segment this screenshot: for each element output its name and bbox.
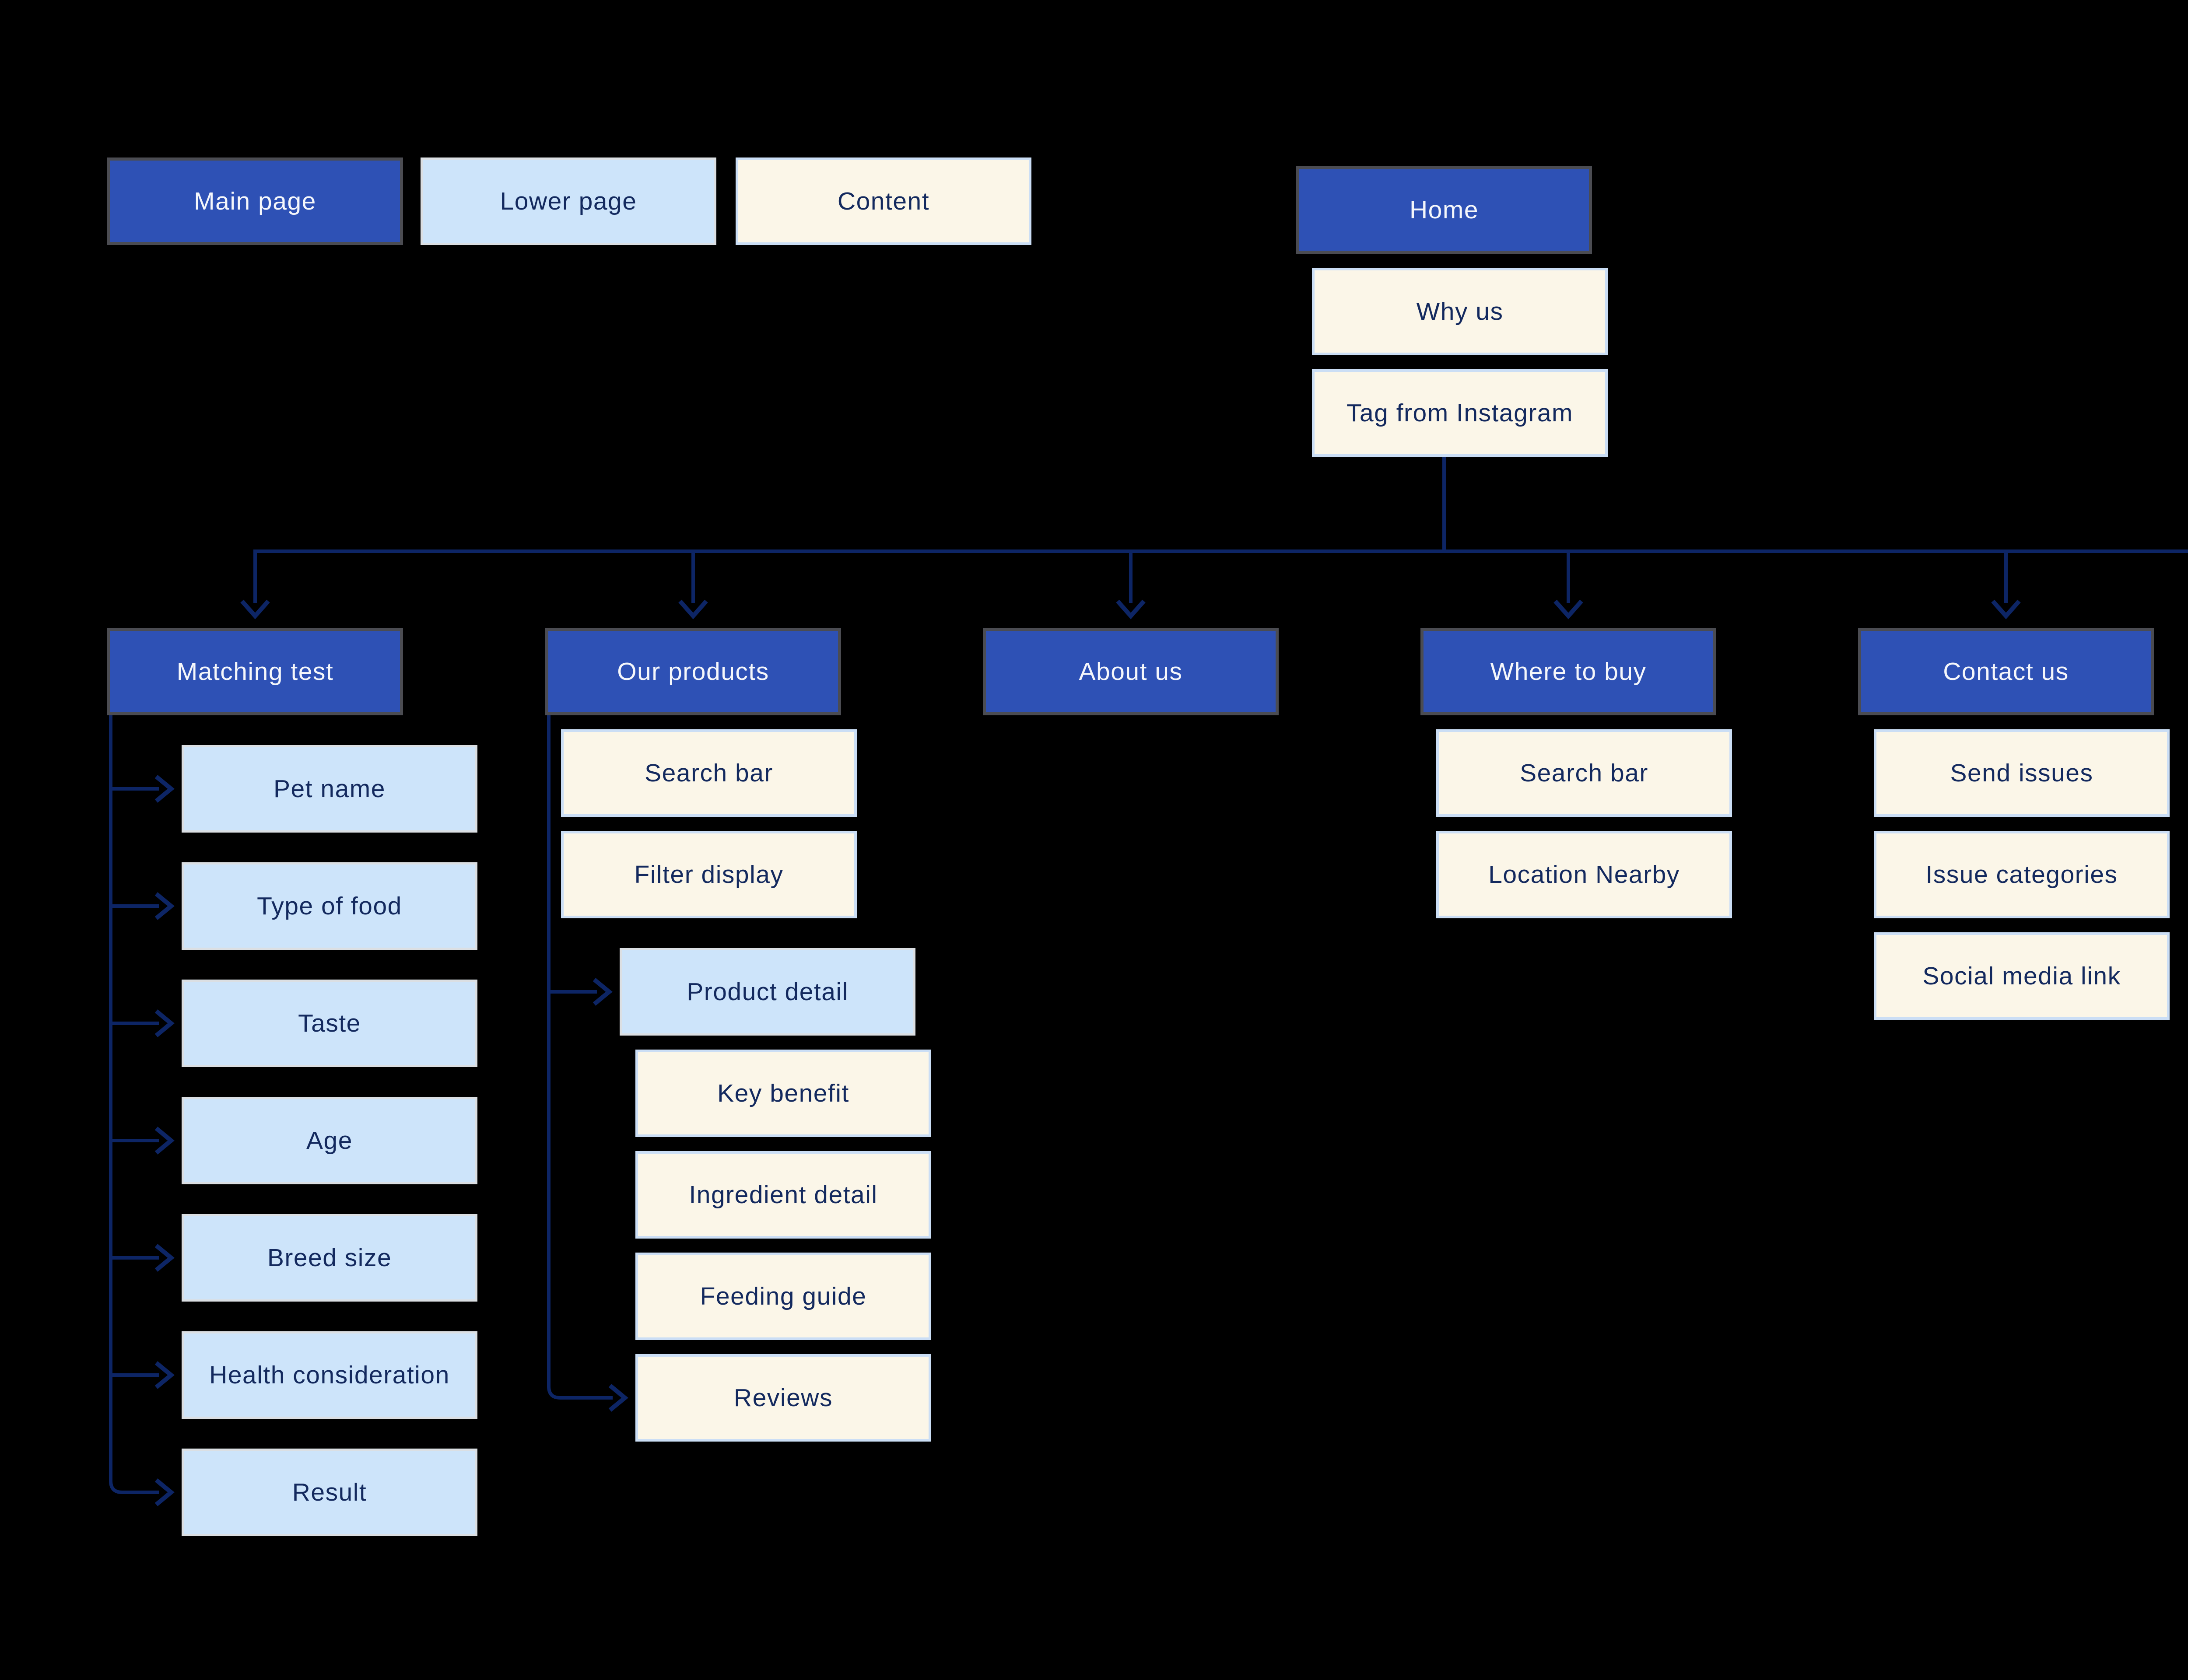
node-why-us: Why us — [1312, 268, 1608, 355]
node-product-detail: Product detail — [620, 948, 915, 1036]
node-label: Contact us — [1943, 658, 2069, 686]
arrowhead-right-icon — [593, 978, 613, 1006]
connector-path — [547, 715, 613, 1400]
connector-path — [109, 715, 159, 1494]
node-search-bar: Search bar — [1436, 729, 1732, 817]
node-label: Location Nearby — [1488, 861, 1680, 889]
node-label: Breed size — [267, 1244, 392, 1272]
node-label: Home — [1409, 196, 1479, 224]
node-about-us: About us — [983, 628, 1279, 715]
node-label: Tag from Instagram — [1346, 399, 1573, 427]
node-label: Age — [306, 1127, 353, 1155]
legend-content: Content — [736, 158, 1031, 245]
node-result: Result — [182, 1449, 477, 1536]
arrowhead-down-icon — [1553, 599, 1583, 620]
node-label: Main page — [194, 187, 316, 215]
node-label: Ingredient detail — [689, 1181, 878, 1209]
node-label: Taste — [298, 1009, 361, 1037]
arrowhead-right-icon — [154, 1127, 175, 1155]
arrowhead-down-icon — [1991, 599, 2021, 620]
node-label: About us — [1079, 658, 1183, 686]
node-health-consideration: Health consideration — [182, 1331, 477, 1419]
node-breed-size: Breed size — [182, 1214, 477, 1302]
node-label: Why us — [1416, 298, 1504, 326]
legend-lower-page: Lower page — [421, 158, 716, 245]
node-matching-test: Matching test — [107, 628, 403, 715]
arrowhead-right-icon — [154, 1244, 175, 1272]
node-location-nearby: Location Nearby — [1436, 831, 1732, 918]
node-label: Feeding guide — [700, 1282, 867, 1310]
arrowhead-down-icon — [678, 599, 708, 620]
connector-path — [253, 550, 2188, 603]
arrowhead-right-icon — [154, 1478, 175, 1506]
node-where-to-buy: Where to buy — [1420, 628, 1716, 715]
node-label: Search bar — [1520, 759, 1648, 787]
node-social-media-link: Social media link — [1874, 932, 2170, 1020]
node-label: Issue categories — [1925, 861, 2118, 889]
node-contact-us: Contact us — [1858, 628, 2154, 715]
node-issue-categories: Issue categories — [1874, 831, 2170, 918]
legend-main-page: Main page — [107, 158, 403, 245]
arrowhead-down-icon — [1116, 599, 1146, 620]
node-age: Age — [182, 1097, 477, 1184]
node-type-of-food: Type of food — [182, 862, 477, 950]
node-label: Content — [837, 187, 930, 215]
node-home: Home — [1296, 166, 1592, 254]
node-feeding-guide: Feeding guide — [635, 1253, 931, 1340]
node-search-bar: Search bar — [561, 729, 857, 817]
arrowhead-right-icon — [608, 1384, 628, 1412]
node-label: Reviews — [734, 1384, 833, 1412]
node-label: Where to buy — [1490, 658, 1647, 686]
arrowhead-right-icon — [154, 775, 175, 803]
arrowhead-right-icon — [154, 1361, 175, 1389]
node-label: Product detail — [687, 978, 849, 1006]
node-label: Send issues — [1950, 759, 2093, 787]
node-label: Social media link — [1922, 962, 2121, 990]
node-label: Lower page — [500, 187, 637, 215]
node-label: Health consideration — [209, 1361, 450, 1389]
node-label: Matching test — [176, 658, 334, 686]
node-filter-display: Filter display — [561, 831, 857, 918]
arrowhead-right-icon — [154, 892, 175, 920]
node-key-benefit: Key benefit — [635, 1050, 931, 1137]
node-label: Type of food — [257, 892, 402, 920]
node-label: Result — [292, 1478, 367, 1506]
arrowhead-down-icon — [240, 599, 270, 620]
arrowhead-right-icon — [154, 1009, 175, 1037]
node-label: Filter display — [634, 861, 784, 889]
node-label: Our products — [617, 658, 769, 686]
node-taste: Taste — [182, 980, 477, 1067]
node-label: Search bar — [645, 759, 773, 787]
node-label: Key benefit — [717, 1079, 849, 1107]
node-send-issues: Send issues — [1874, 729, 2170, 817]
node-tag-from-instagram: Tag from Instagram — [1312, 369, 1608, 457]
node-reviews: Reviews — [635, 1354, 931, 1442]
node-pet-name: Pet name — [182, 745, 477, 833]
node-our-products: Our products — [545, 628, 841, 715]
node-label: Pet name — [274, 775, 386, 803]
node-ingredient-detail: Ingredient detail — [635, 1151, 931, 1239]
